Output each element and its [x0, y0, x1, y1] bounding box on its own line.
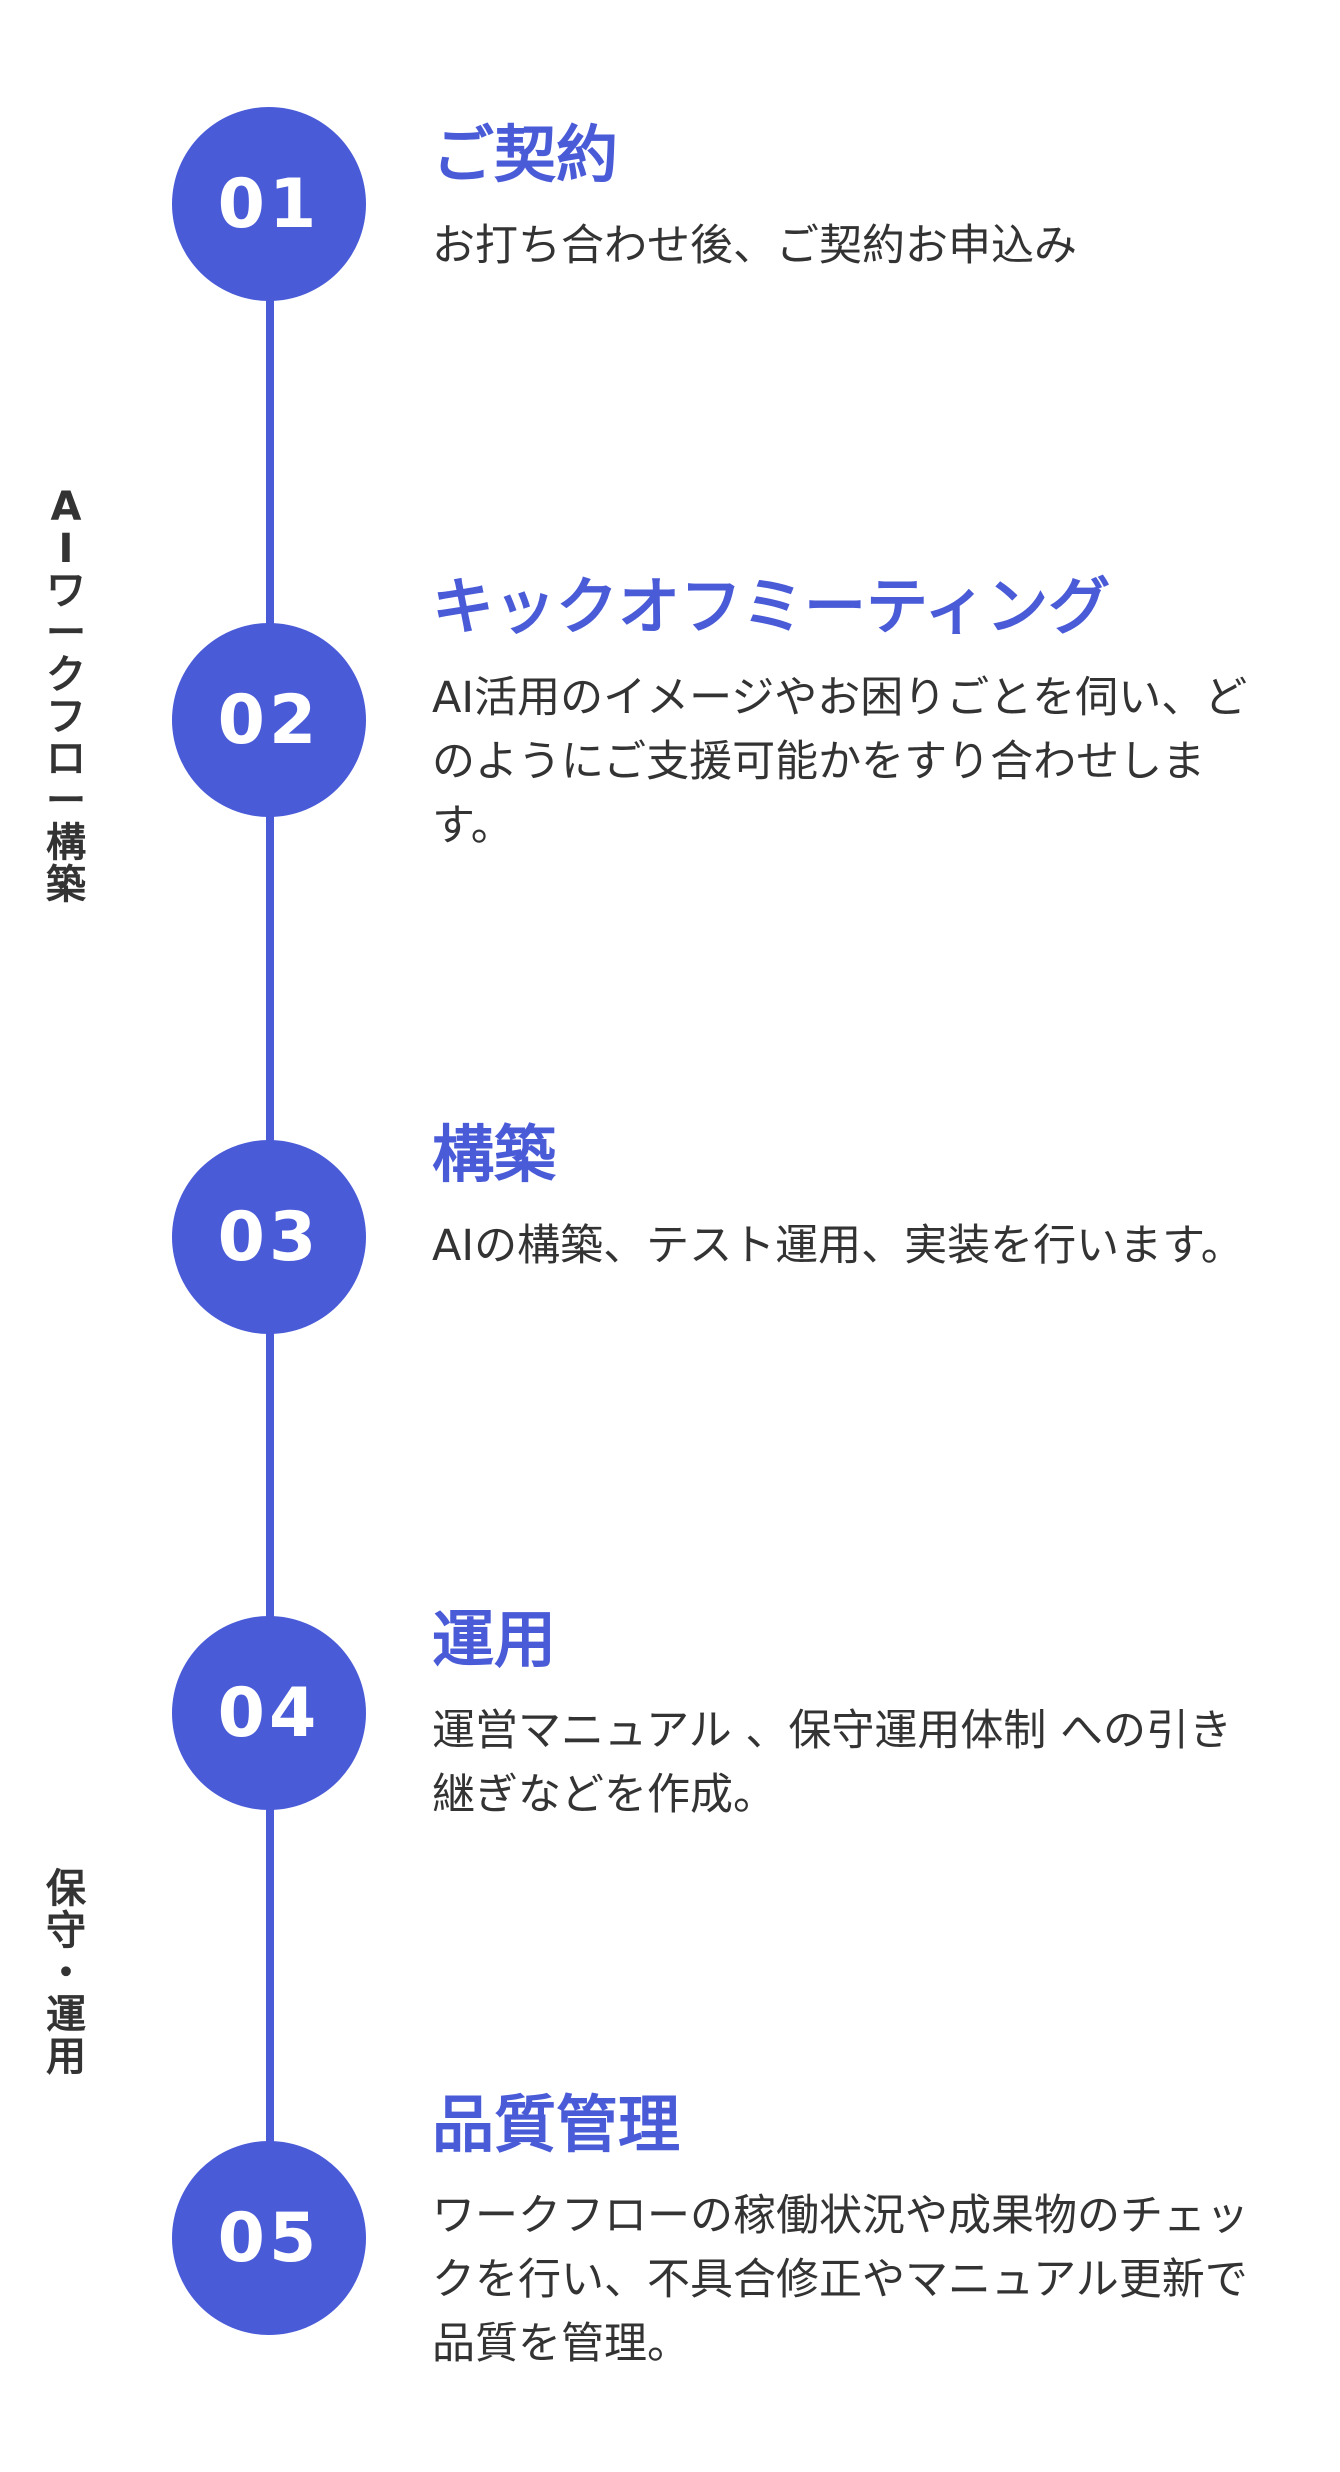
- step-content-04: 運用 運営マニュアル 、保守運用体制 への引き継ぎなどを作成。: [432, 1603, 1272, 1827]
- step-title: ご契約: [432, 118, 619, 191]
- step-description: AIの構築、テスト運用、実装を行います。: [432, 1221, 1244, 1272]
- step-content-05: 品質管理 ワークフローの稼働状況や成果物のチェックを行い、不具合修正やマニュアル…: [432, 2088, 1272, 2376]
- phase-char: フ: [46, 694, 86, 740]
- phase-char: 運: [46, 1992, 86, 2038]
- phase-char: ー: [46, 610, 86, 656]
- step-number: 02: [217, 680, 321, 760]
- step-number: 01: [217, 164, 321, 244]
- step-title: キックオフミーティング: [432, 570, 1111, 643]
- step-description: AI活用のイメージやお困りごとを伺い、どのようにご支援可能かをすり合わせします。: [432, 673, 1248, 852]
- phase-label-ai-workflow-build: A I ワ ー ク フ ロ ー 構 築: [44, 486, 88, 906]
- step-circle-03: 03: [172, 1140, 366, 1334]
- phase-char: 守: [46, 1908, 86, 1954]
- phase-char: ワ: [46, 568, 86, 614]
- phase-label-maintenance: 保 守 ・ 運 用: [44, 1868, 88, 2078]
- step-content-02: キックオフミーティング AI活用のイメージやお困りごとを伺い、どのようにご支援可…: [432, 570, 1272, 858]
- step-number: 05: [217, 2198, 321, 2278]
- step-title: 品質管理: [432, 2088, 681, 2161]
- phase-char: A: [50, 484, 82, 530]
- phase-char: I: [58, 526, 74, 572]
- step-number: 04: [217, 1673, 321, 1753]
- step-circle-02: 02: [172, 623, 366, 817]
- step-title: 構築: [432, 1118, 557, 1191]
- phase-char: 築: [46, 862, 86, 908]
- step-circle-05: 05: [172, 2141, 366, 2335]
- step-content-03: 構築 AIの構築、テスト運用、実装を行います。: [432, 1118, 1272, 1278]
- phase-char: ク: [46, 652, 86, 698]
- step-title: 運用: [432, 1603, 557, 1676]
- step-number: 03: [217, 1197, 321, 1277]
- phase-char: 保: [46, 1866, 86, 1912]
- step-circle-01: 01: [172, 107, 366, 301]
- phase-char: ・: [46, 1950, 86, 1996]
- phase-char: ロ: [46, 736, 86, 782]
- step-description: ワークフローの稼働状況や成果物のチェックを行い、不具合修正やマニュアル更新で品質…: [432, 2191, 1249, 2370]
- phase-char: 用: [46, 2034, 86, 2080]
- step-circle-04: 04: [172, 1616, 366, 1810]
- phase-char: ー: [46, 778, 86, 824]
- phase-char: 構: [46, 820, 86, 866]
- step-description: お打ち合わせ後、ご契約お申込み: [432, 221, 1077, 272]
- step-content-01: ご契約 お打ち合わせ後、ご契約お申込み: [432, 118, 1272, 278]
- step-description: 運営マニュアル 、保守運用体制 への引き継ぎなどを作成。: [432, 1706, 1233, 1821]
